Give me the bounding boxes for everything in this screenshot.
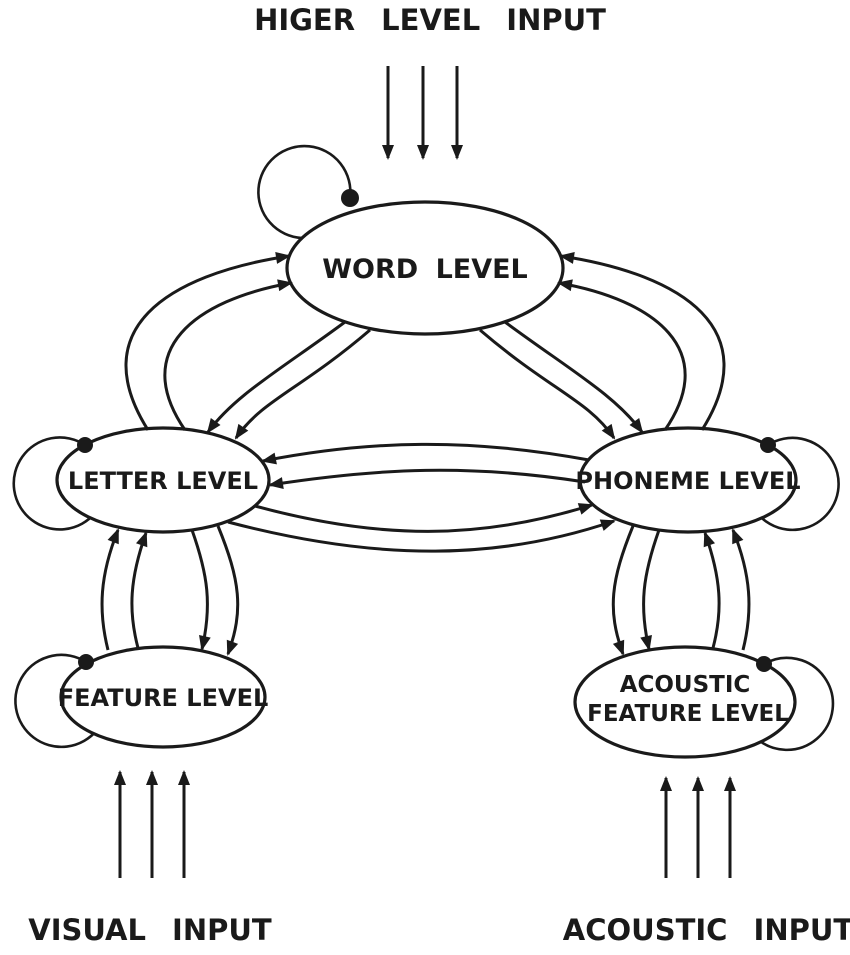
word-level-label: WORD LEVEL: [322, 254, 528, 285]
acoustic-to-phoneme-arrow-1: [731, 528, 751, 651]
letter-level-label: LETTER LEVEL: [68, 467, 258, 495]
feature-self-loop-dot: [78, 654, 94, 670]
acoustic-input-arrows: [660, 776, 736, 878]
letter-phoneme-arrows: [227, 442, 616, 553]
word-letter-arrows: [124, 252, 371, 440]
feature-level-self-loop: [14, 653, 99, 749]
phoneme-to-word-arrow-2: [557, 279, 687, 431]
letter-to-phoneme-arrow-1: [254, 503, 594, 533]
word-phoneme-arrows: [479, 252, 726, 440]
phoneme-to-acoustic-arrow-2: [611, 525, 635, 656]
word-to-letter-arrow-2: [234, 328, 371, 440]
word-to-letter-arrow-1: [206, 320, 346, 434]
acoustic-feature-self-loop-dot: [756, 656, 772, 672]
letter-self-loop-dot: [77, 437, 93, 453]
phoneme-level-self-loop: [755, 436, 840, 532]
higher-level-input-arrows: [382, 66, 463, 160]
acoustic-feature-level-node: [573, 645, 797, 759]
phoneme-to-letter-arrow-1: [261, 442, 590, 465]
feature-to-letter-arrow-1: [100, 528, 120, 651]
feature-level-node: [59, 645, 267, 749]
acoustic-feature-level-self-loop: [754, 656, 835, 752]
letter-to-word-arrow-1: [124, 252, 291, 431]
letter-to-phoneme-arrow-2: [227, 519, 616, 553]
acoustic-to-phoneme-arrow-2: [703, 531, 721, 649]
word-to-phoneme-arrow-2: [479, 328, 616, 440]
acoustic-feature-level-label-line2: FEATURE LEVEL: [587, 701, 789, 727]
feature-to-letter-arrow-2: [130, 531, 148, 649]
phoneme-to-acoustic-arrow-1: [640, 529, 661, 651]
letter-to-word-arrow-2: [163, 279, 293, 431]
acoustic-input-label: ACOUSTIC INPUT: [563, 913, 850, 947]
phoneme-to-word-arrow-1: [559, 252, 726, 431]
acoustic-feature-level-label-line1: ACOUSTIC: [620, 672, 751, 698]
higher-level-input-label: HIGER LEVEL INPUT: [254, 3, 606, 37]
phoneme-self-loop-dot: [760, 437, 776, 453]
feature-level-label: FEATURE LEVEL: [58, 684, 269, 712]
phoneme-to-letter-arrow-2: [268, 468, 586, 489]
word-to-phoneme-arrow-1: [504, 320, 644, 434]
letter-level-self-loop: [12, 436, 96, 531]
word-self-loop-dot: [341, 189, 359, 207]
phoneme-level-label: PHONEME LEVEL: [575, 467, 800, 495]
word-level-node: [285, 200, 565, 336]
visual-input-arrows: [114, 770, 190, 878]
visual-input-label: VISUAL INPUT: [28, 913, 272, 947]
letter-feature-arrows: [100, 525, 240, 656]
word-level-self-loop: [257, 144, 352, 240]
phoneme-acoustic-feature-arrows: [611, 525, 751, 656]
letter-to-feature-arrow-1: [190, 529, 211, 651]
letter-to-feature-arrow-2: [216, 525, 240, 656]
